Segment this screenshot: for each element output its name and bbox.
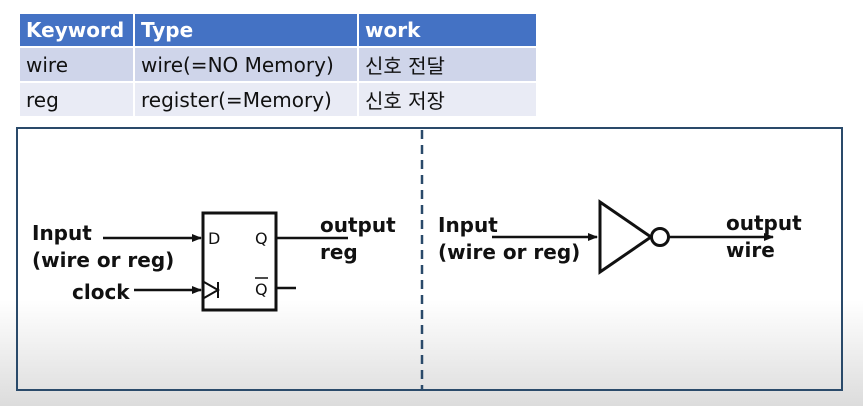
pin-qbar-label: Q: [255, 280, 268, 299]
table-row: reg register(=Memory) 신호 저장: [20, 81, 538, 116]
cell-keyword: wire: [20, 46, 135, 82]
not-gate-icon: [598, 199, 654, 275]
cell-work: 신호 전달: [358, 46, 538, 82]
header-keyword: Keyword: [20, 14, 135, 47]
right-input-label: Input: [438, 213, 498, 237]
cell-type: wire(=NO Memory): [134, 46, 359, 82]
cell-work: 신호 저장: [358, 81, 538, 116]
header-work: work: [358, 14, 538, 47]
cell-keyword: reg: [20, 81, 135, 116]
pin-d-label: D: [208, 229, 220, 248]
left-input-sublabel: (wire or reg): [32, 248, 174, 272]
cell-type: register(=Memory): [134, 81, 359, 116]
not-gate-bubble: [650, 227, 670, 247]
keyword-table: Keyword Type work wire wire(=NO Memory) …: [20, 14, 538, 116]
left-input-label: Input: [32, 221, 92, 245]
table-header-row: Keyword Type work: [20, 14, 538, 47]
table-row: wire wire(=NO Memory) 신호 전달: [20, 46, 538, 82]
left-output-sublabel: reg: [320, 240, 358, 264]
right-output-sublabel: wire: [726, 238, 775, 262]
header-type: Type: [134, 14, 359, 47]
flip-flop-box: [201, 211, 278, 312]
pin-q-label: Q: [255, 229, 268, 248]
diagram-panel: [16, 127, 843, 391]
right-input-sublabel: (wire or reg): [438, 240, 580, 264]
left-clock-label: clock: [72, 280, 130, 304]
right-output-label: output: [726, 211, 802, 235]
left-output-label: output: [320, 213, 396, 237]
